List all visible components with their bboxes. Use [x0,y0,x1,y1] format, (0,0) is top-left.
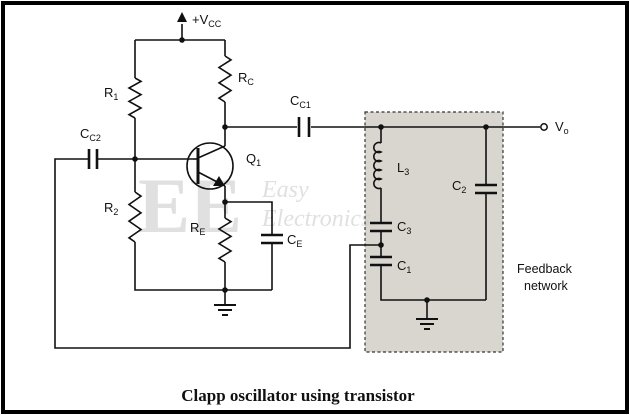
capacitor-c3 [370,221,392,233]
label-c1: C1 [397,258,411,275]
label-c2: C2 [452,178,466,195]
label-vcc: +VCC [192,12,222,29]
watermark-line2: Electronics [261,206,370,232]
label-rc: RC [238,70,254,87]
watermark: EE Easy Electronics [138,162,370,249]
label-r2: R2 [104,200,118,217]
resistor-r2 [127,191,143,243]
resistor-re [217,217,233,263]
label-re: RE [190,220,205,237]
vo-terminal [540,123,548,131]
capacitor-c1 [370,255,392,267]
ground-symbol-left [214,304,236,316]
label-ce: CE [287,232,302,249]
watermark-line1: Easy [261,177,309,203]
feedback-label-line1: Feedback [517,262,573,276]
feedback-label-line2: network [524,279,569,293]
wires [54,24,540,349]
watermark-logo: EE [138,162,242,249]
capacitor-c2 [475,183,497,195]
vcc-arrow [177,12,187,22]
transistor-q1 [186,142,234,190]
capacitor-cc1 [297,117,311,137]
resistor-r1 [127,77,143,119]
resistor-rc [217,55,233,103]
label-q1: Q1 [246,151,261,168]
label-cc1: CC1 [290,93,311,110]
capacitor-cc2 [87,149,99,169]
label-c3: C3 [397,219,411,236]
label-l3: L3 [397,160,409,177]
junction-dots [132,37,489,303]
capacitor-ce [261,233,283,245]
inductor-l3 [373,141,383,190]
caption: Clapp oscillator using transistor [181,386,415,405]
ground-symbol-right [416,318,438,330]
label-r1: R1 [104,85,118,102]
label-vo: Vo [555,119,569,136]
label-cc2: CC2 [80,126,101,143]
